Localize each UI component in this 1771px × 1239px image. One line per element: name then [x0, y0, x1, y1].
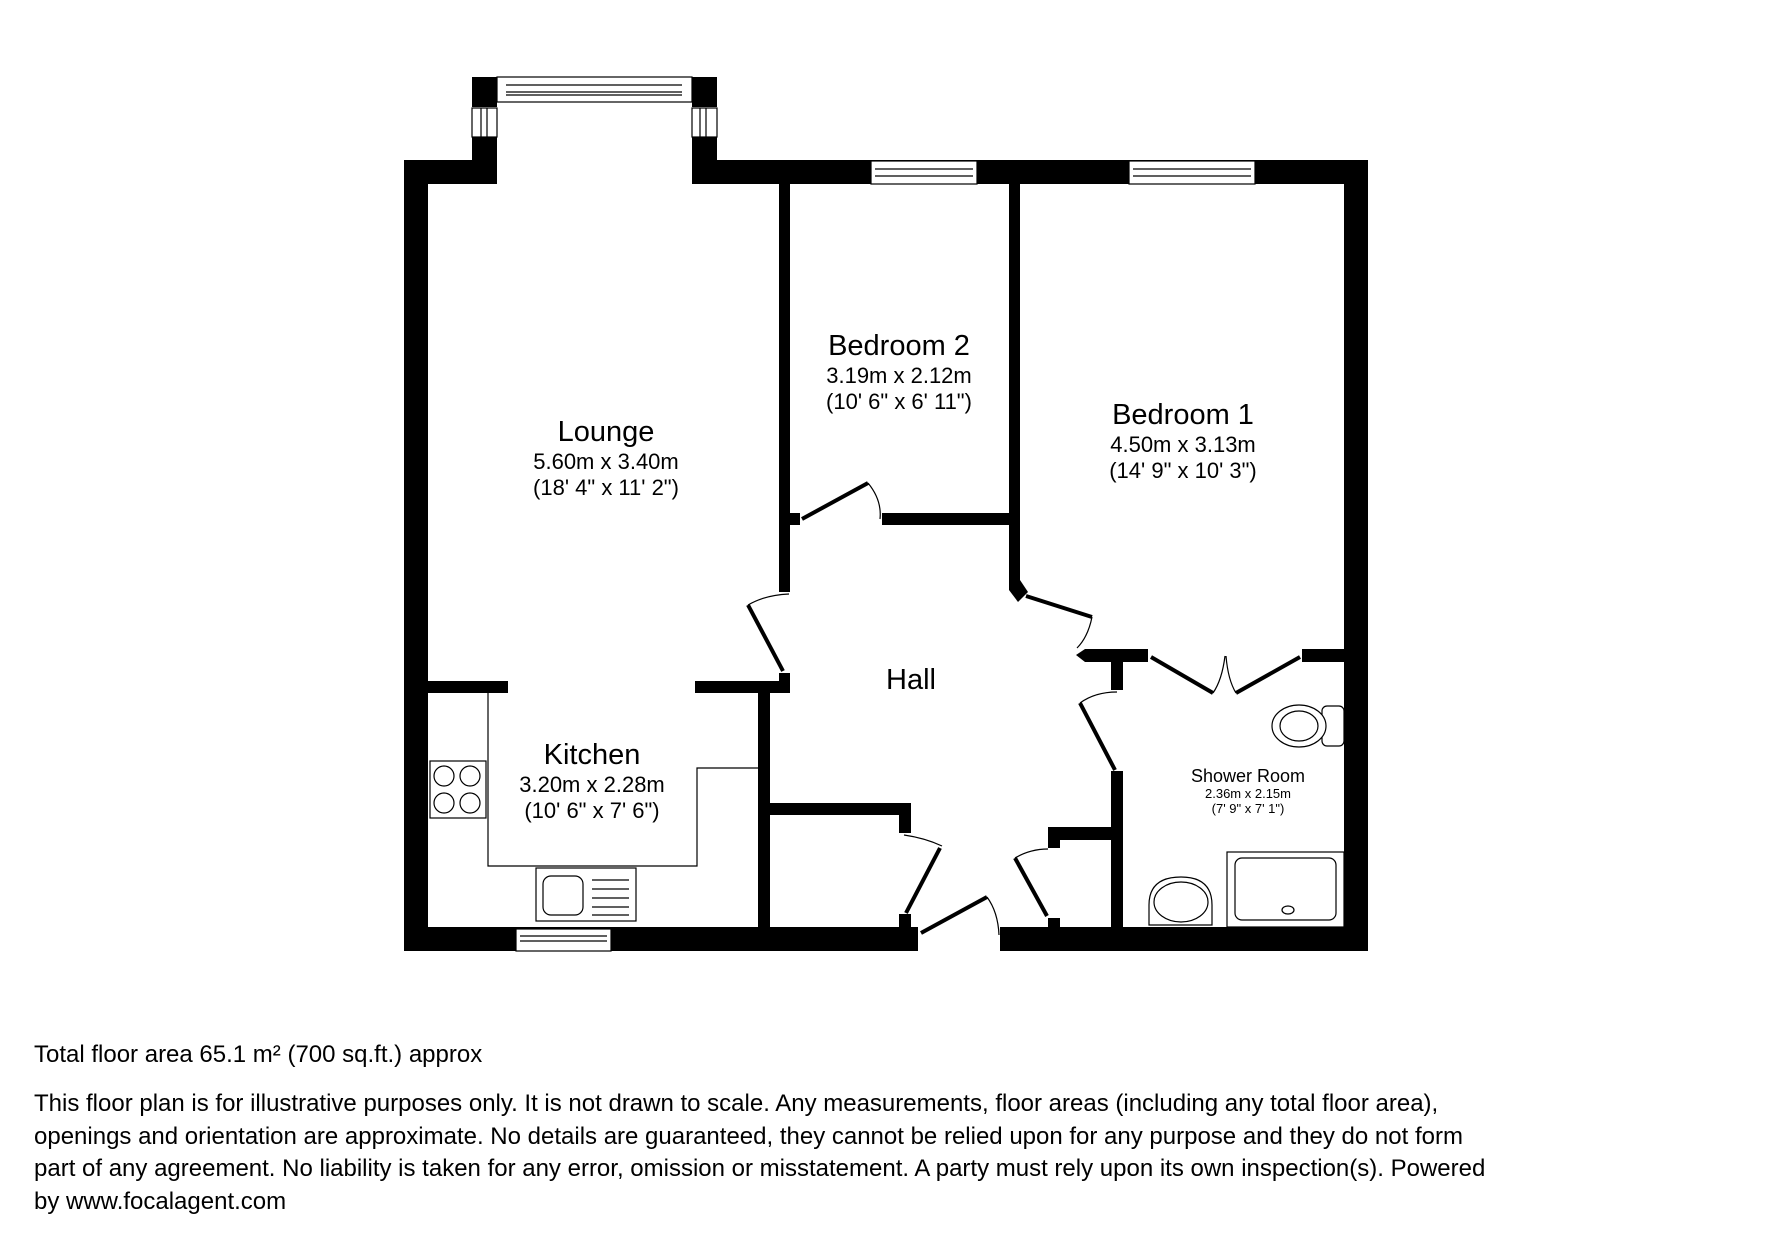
room-metric: 2.36m x 2.15m: [1204, 785, 1291, 801]
hob-icon: [429, 760, 487, 819]
room-name: Lounge: [557, 416, 655, 448]
disclaimer-line: by www.focalagent.com: [34, 1187, 287, 1215]
disclaimer-line: openings and orientation are approximate…: [34, 1122, 1463, 1150]
disclaimer-line: part of any agreement. No liability is t…: [34, 1155, 1486, 1182]
basin-icon: [1148, 876, 1213, 926]
room-label-bedroom-1: Bedroom 1 4.50m x 3.13m (14' 9" x 10' 3"…: [1109, 399, 1257, 483]
room-name: Bedroom 1: [1112, 399, 1254, 431]
shower-tray-icon: [1226, 851, 1345, 928]
room-imperial: (18' 4" x 11' 2"): [533, 474, 679, 500]
room-label-lounge: Lounge 5.60m x 3.40m (18' 4" x 11' 2"): [533, 416, 679, 500]
walls: [404, 77, 1368, 951]
room-name: Kitchen: [543, 739, 641, 771]
room-imperial: (14' 9" x 10' 3"): [1109, 457, 1257, 483]
room-imperial: (7' 9" x 7' 1"): [1211, 800, 1285, 816]
disclaimer-line: This floor plan is for illustrative purp…: [34, 1090, 1439, 1117]
room-metric: 4.50m x 3.13m: [1110, 432, 1256, 458]
room-label-shower-room: Shower Room 2.36m x 2.15m (7' 9" x 7' 1"…: [1191, 766, 1305, 817]
room-metric: 3.19m x 2.12m: [826, 363, 972, 389]
room-label-bedroom-2: Bedroom 2 3.19m x 2.12m (10' 6" x 6' 11"…: [826, 330, 972, 414]
doors: [746, 481, 1301, 936]
room-imperial: (10' 6" x 6' 11"): [826, 388, 972, 414]
windows: [471, 76, 1256, 952]
room-label-hall: Hall: [886, 664, 936, 697]
room-metric: 3.20m x 2.28m: [519, 772, 665, 798]
toilet-icon: [1271, 704, 1345, 748]
total-floor-area: Total floor area 65.1 m² (700 sq.ft.) ap…: [34, 1041, 483, 1068]
room-label-kitchen: Kitchen 3.20m x 2.28m (10' 6" x 7' 6"): [519, 739, 665, 823]
room-name: Hall: [886, 664, 936, 696]
sink-icon: [535, 867, 637, 922]
room-metric: 5.60m x 3.40m: [533, 449, 679, 475]
disclaimer: This floor plan is for illustrative purp…: [34, 1088, 1754, 1218]
fixtures: [429, 693, 1345, 928]
room-name: Bedroom 2: [828, 330, 970, 362]
room-imperial: (10' 6" x 7' 6"): [524, 797, 660, 823]
kitchen-counter: [487, 693, 758, 867]
room-name: Shower Room: [1190, 766, 1306, 786]
